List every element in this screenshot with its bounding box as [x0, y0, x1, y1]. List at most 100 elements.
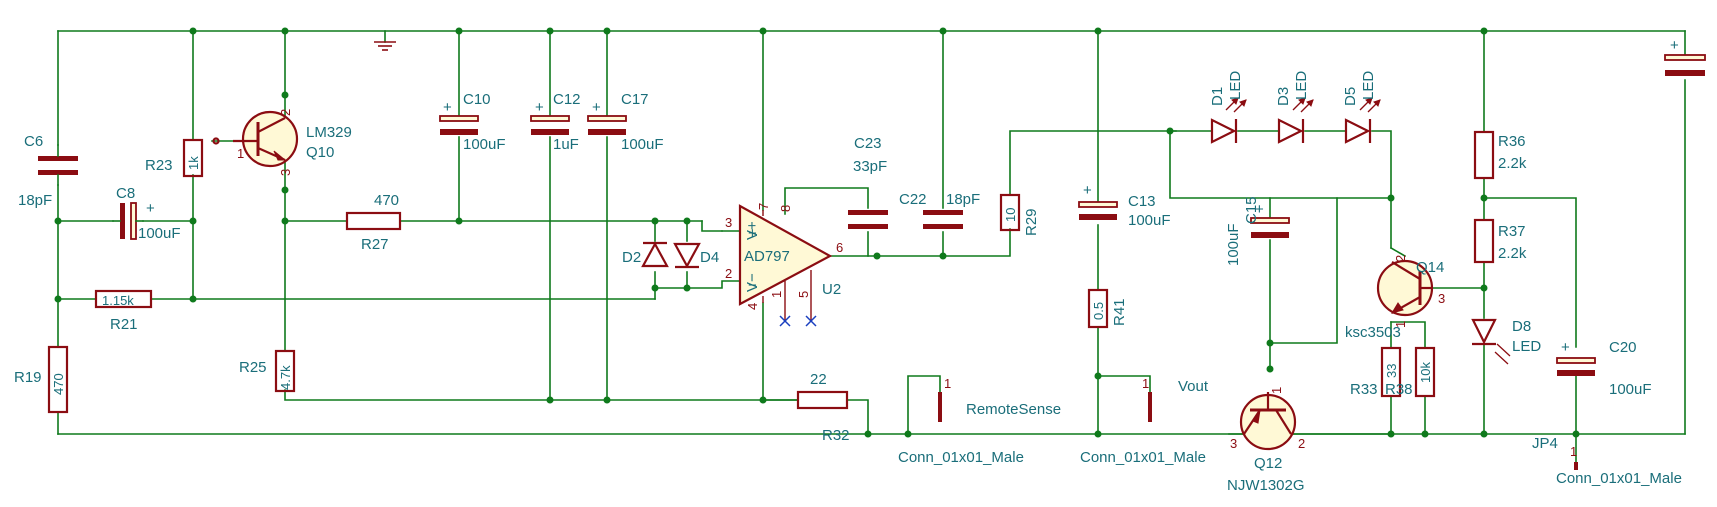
diode-d4[interactable]: D4 [673, 242, 719, 269]
d5-value: LED [1360, 71, 1377, 100]
q12-ref: Q12 [1254, 455, 1282, 472]
resistor-r29[interactable]: 10 R29 [999, 193, 1040, 236]
c10-value: 100uF [463, 136, 506, 153]
u2-pin4: 4 [745, 303, 760, 310]
resistor-r27[interactable]: 470 R27 [345, 192, 402, 253]
c13-plus: + [1083, 182, 1092, 199]
resistor-r32[interactable]: 22 R32 [796, 371, 850, 444]
c8-value: 100uF [138, 225, 181, 242]
resistor-r36[interactable]: R36 2.2k [1473, 130, 1527, 180]
capacitor-c8[interactable]: + C8 100uF [112, 185, 181, 242]
connector-jp4[interactable]: 1 JP4 Conn_01x01_Male [1532, 435, 1682, 487]
c15-value: 100uF [1225, 223, 1242, 266]
capacitor-c20[interactable]: + C20 100uF [1556, 339, 1652, 398]
u2-pin7: 7 [756, 203, 771, 210]
q10-ref: Q10 [306, 144, 334, 161]
r27-ref: R27 [361, 236, 389, 253]
resistor-r37[interactable]: R37 2.2k [1473, 218, 1527, 264]
r25-value: 4.7k [278, 365, 293, 390]
c22-value: 18pF [946, 191, 980, 208]
connector-remotesense[interactable]: 1 RemoteSense Conn_01x01_Male [898, 376, 1061, 466]
resistor-r38[interactable]: 10k R38 [1385, 346, 1436, 398]
transistor-q10[interactable]: 1 2 3 LM329 Q10 [212, 109, 352, 176]
q10-pin3: 3 [278, 169, 293, 176]
resistor-r41[interactable]: 0.5 R41 [1087, 288, 1128, 329]
vout-pin: 1 [1142, 376, 1149, 391]
q14-value: ksc3503 [1345, 324, 1401, 341]
capacitor-c17[interactable]: + C17 100uF [587, 91, 664, 153]
r29-value: 10 [1003, 208, 1018, 222]
c17-value: 100uF [621, 136, 664, 153]
led-d1[interactable]: D1 LED [1209, 71, 1247, 144]
q12-pin1: 1 [1269, 387, 1284, 394]
r27-value: 470 [374, 192, 399, 209]
r32-value: 22 [810, 371, 827, 388]
led-d5[interactable]: D5 LED [1342, 71, 1381, 144]
resistor-r33[interactable]: 33 R33 [1350, 346, 1402, 398]
c8-ref: C8 [116, 185, 135, 202]
capacitor-c12[interactable]: + C12 1uF [530, 91, 581, 153]
jp4-pin: 1 [1570, 444, 1577, 459]
resistor-r25[interactable]: 4.7k R25 [239, 349, 296, 393]
q10-pin1: 1 [237, 146, 244, 161]
capacitor-c15[interactable]: + C15 100uF [1225, 196, 1290, 266]
capacitor-c13[interactable]: + C13 100uF [1078, 182, 1171, 229]
connector-vout[interactable]: 1 Vout Conn_01x01_Male [1080, 376, 1209, 466]
u2-plus: + [748, 225, 757, 242]
q14-ref: Q14 [1416, 259, 1444, 276]
r38-ref: R38 [1385, 381, 1413, 398]
opamp-u2[interactable]: + − V+ V− AD797 3 2 7 4 8 6 1 5 U2 [725, 203, 843, 327]
c20-ref: C20 [1609, 339, 1637, 356]
led-d8[interactable]: D8 LED [1471, 318, 1541, 365]
r32-ref: R32 [822, 427, 850, 444]
c13-value: 100uF [1128, 212, 1171, 229]
r19-value: 470 [51, 373, 66, 395]
c22-ref: C22 [899, 191, 927, 208]
r21-value: 1.15k [102, 293, 134, 308]
capacitor-c10[interactable]: + C10 100uF [439, 91, 506, 153]
u2-pin6: 6 [836, 240, 843, 255]
c6-value: 18pF [18, 192, 52, 209]
u2-pin5: 5 [796, 291, 811, 298]
capacitor-right-rail[interactable]: + [1664, 37, 1706, 76]
r25-ref: R25 [239, 359, 267, 376]
resistor-r19[interactable]: 470 R19 [14, 345, 69, 414]
r38-value: 10k [1418, 362, 1433, 383]
c6-ref: C6 [24, 133, 43, 150]
q12-pin2: 2 [1298, 436, 1305, 451]
c20-value: 100uF [1609, 381, 1652, 398]
jp4-ref: JP4 [1532, 435, 1558, 452]
transistor-q14[interactable]: 2 3 1 Q14 ksc3503 [1345, 255, 1445, 341]
remotesense-ref: RemoteSense [966, 401, 1061, 418]
capacitor-c23[interactable]: C23 33pF [848, 135, 888, 229]
c15-ref: C15 [1243, 196, 1260, 224]
d3-ref: D3 [1275, 87, 1292, 106]
capacitor-c22[interactable]: C22 18pF [899, 191, 980, 229]
c17-plus: + [592, 99, 601, 116]
r23-value: 1k [186, 156, 201, 170]
c12-value: 1uF [553, 136, 579, 153]
c23-value: 33pF [853, 158, 887, 175]
q10-value: LM329 [306, 124, 352, 141]
transistor-q12[interactable]: 1 2 3 Q12 NJW1302G [1227, 387, 1305, 494]
led-d3[interactable]: D3 LED [1275, 71, 1314, 144]
r21-ref: R21 [110, 316, 138, 333]
ground-icon [374, 30, 396, 51]
jp4-value: Conn_01x01_Male [1556, 470, 1682, 487]
u2-pin8: 8 [778, 205, 793, 212]
diode-d2[interactable]: D2 [622, 241, 669, 268]
resistor-r21[interactable]: 1.15k R21 [94, 289, 153, 333]
resistor-r23[interactable]: 1k R23 [145, 138, 204, 178]
wires [57, 30, 1686, 463]
remotesense-pin: 1 [944, 376, 951, 391]
d1-value: LED [1227, 71, 1244, 100]
r33-value: 33 [1384, 364, 1399, 378]
c15-plus: + [1255, 201, 1264, 218]
u2-pin1: 1 [769, 291, 784, 298]
d1-ref: D1 [1209, 87, 1226, 106]
q14-pin3: 3 [1438, 291, 1445, 306]
capacitor-c6[interactable]: C6 18pF [18, 133, 78, 209]
d2-ref: D2 [622, 249, 641, 266]
r37-ref: R37 [1498, 223, 1526, 240]
